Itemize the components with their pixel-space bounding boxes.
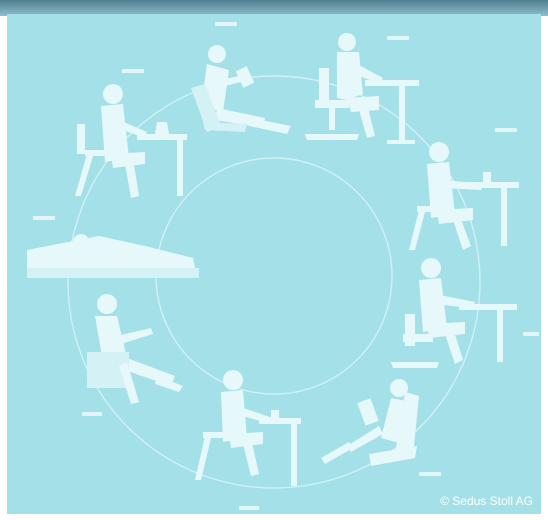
person-sleeping-icon [27, 234, 199, 278]
outer-ring [68, 76, 480, 488]
label-tag [495, 128, 517, 132]
person-table-icon [75, 84, 187, 198]
person-desk-chair-icon [305, 33, 419, 144]
label-tag [419, 472, 441, 476]
label-tag [215, 22, 237, 26]
label-tag [82, 412, 102, 416]
diagram-canvas [7, 14, 541, 514]
person-desk-chair-icon [391, 258, 517, 368]
label-tag [239, 506, 259, 510]
person-armchair-icon [87, 294, 183, 404]
label-tag [33, 216, 55, 220]
person-reclined-chair-icon [191, 45, 291, 134]
person-reclined-reading-icon [321, 379, 419, 466]
person-desk-icon [409, 142, 519, 250]
copyright-credit: © Sedus Stoll AG [440, 494, 533, 508]
label-tag [387, 36, 409, 40]
person-desk-icon [195, 370, 301, 486]
label-tag [122, 69, 144, 73]
label-tag [523, 332, 539, 336]
posture-cycle-diagram: © Sedus Stoll AG [7, 14, 541, 514]
